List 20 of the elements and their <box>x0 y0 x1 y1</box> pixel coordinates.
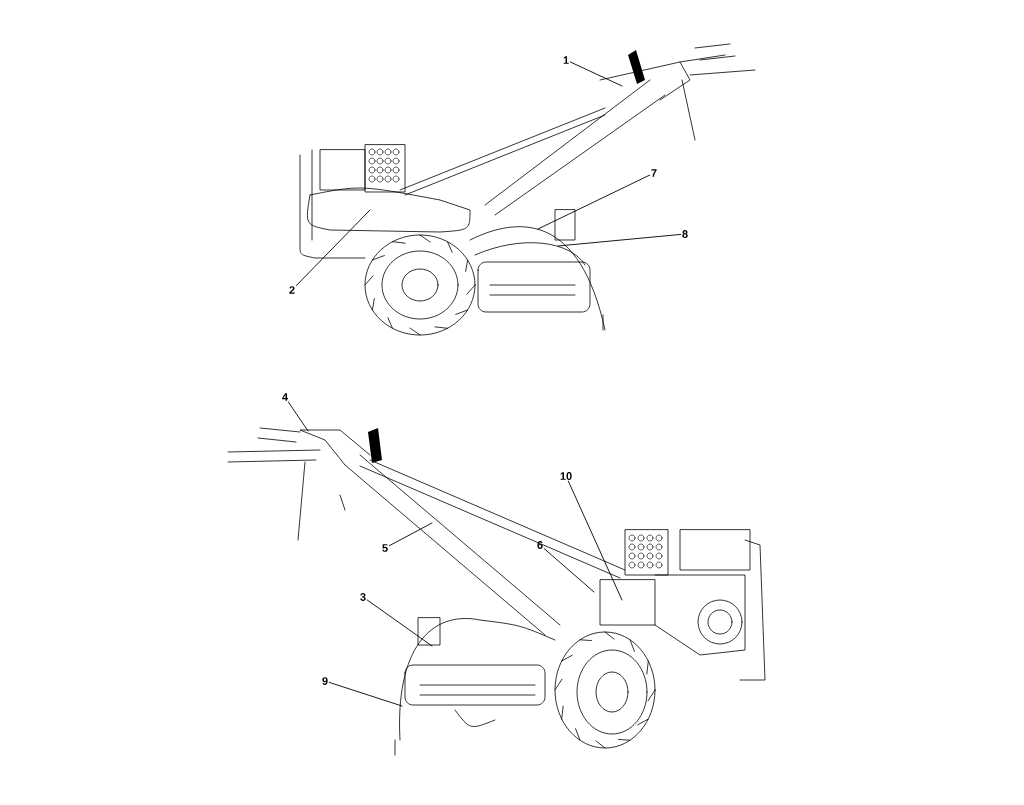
leader-line <box>567 480 623 601</box>
callout-number: 1 <box>563 56 569 64</box>
callout-number: 9 <box>322 677 328 685</box>
leader-line <box>543 548 595 593</box>
leader-line <box>328 681 403 707</box>
callout-number: 7 <box>651 169 657 177</box>
leader-line <box>557 233 682 247</box>
leader-line <box>388 522 433 547</box>
leader-line <box>537 174 651 230</box>
callout-number: 4 <box>282 393 288 401</box>
callout-number: 8 <box>682 230 688 238</box>
leader-line <box>366 599 433 647</box>
callout-number: 6 <box>537 541 543 549</box>
callout-number: 3 <box>360 593 366 601</box>
leader-line <box>569 61 623 87</box>
callout-number: 5 <box>382 544 388 552</box>
callout-number: 2 <box>289 286 295 294</box>
leader-line <box>295 209 371 287</box>
callout-number: 10 <box>560 472 572 480</box>
leader-line <box>287 401 309 432</box>
